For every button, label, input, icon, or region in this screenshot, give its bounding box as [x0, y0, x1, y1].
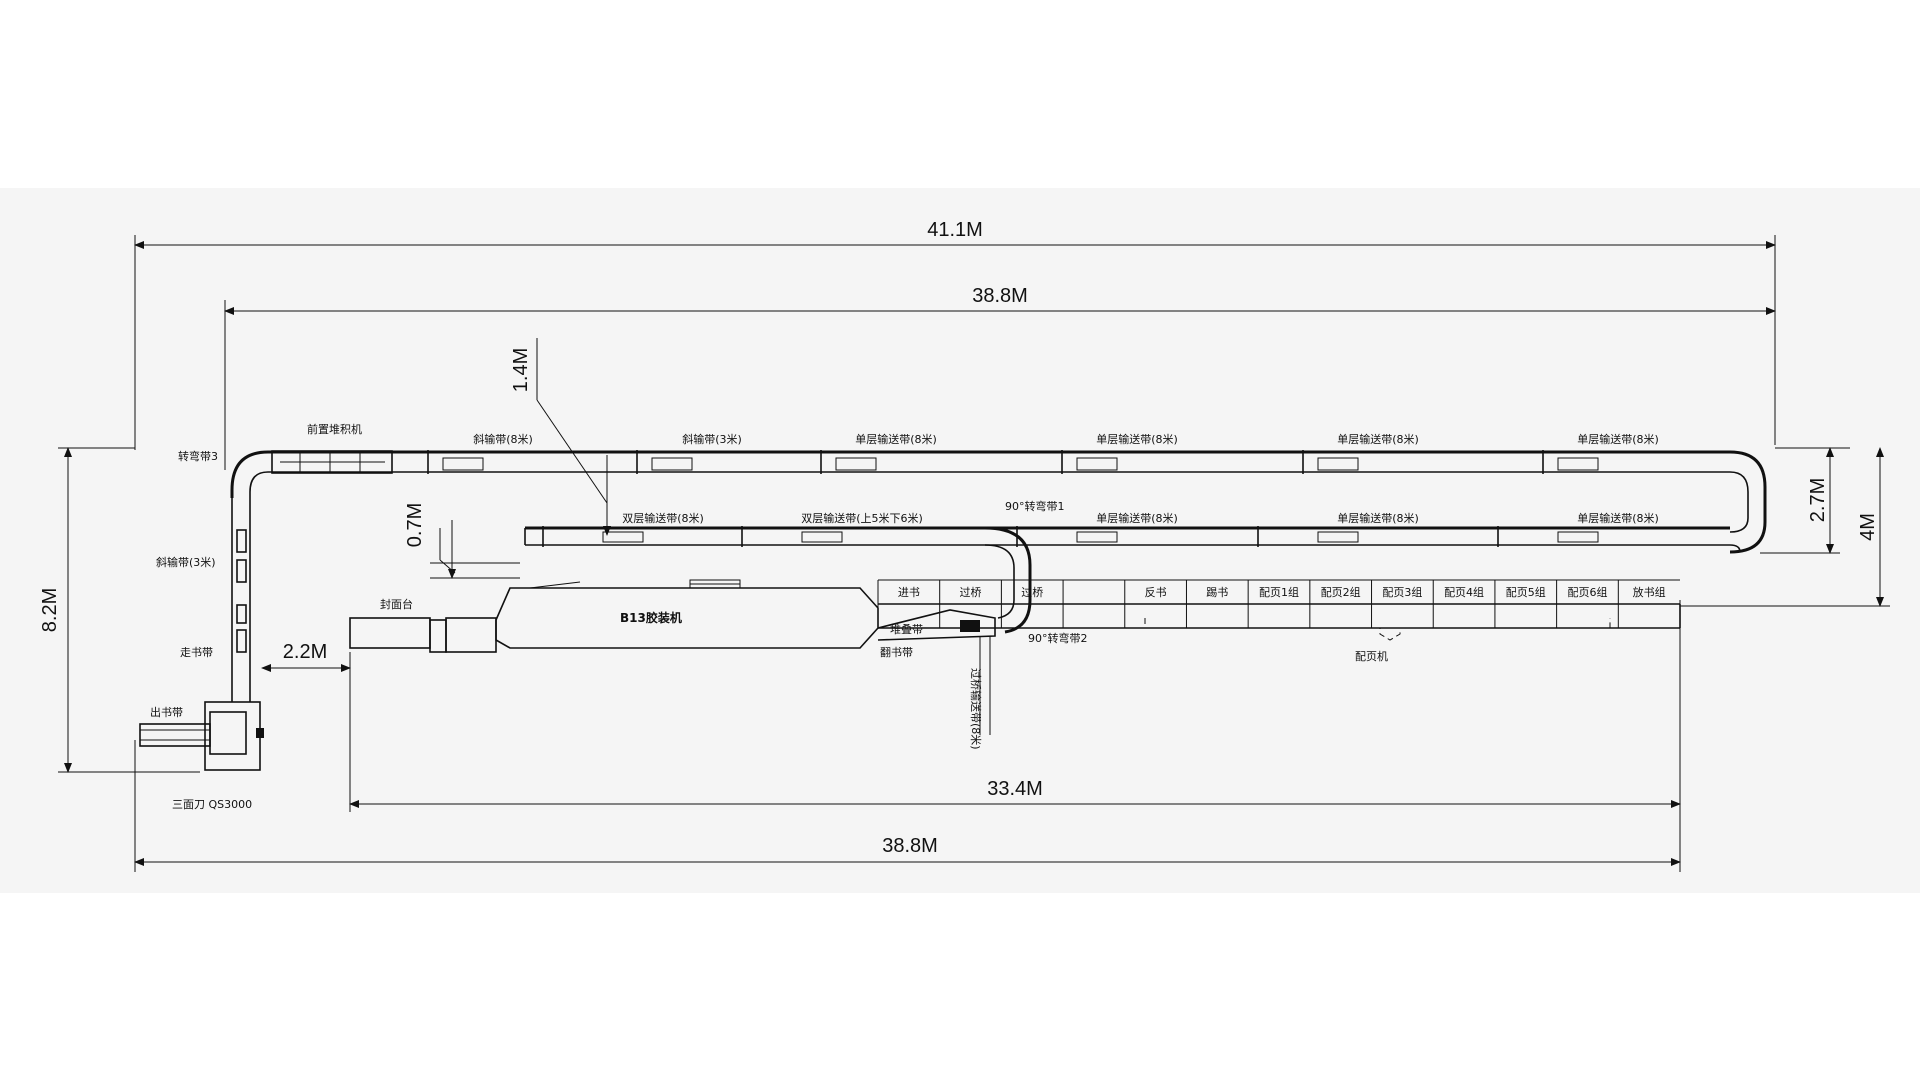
label-top-conveyor-4: 单层输送带(8米): [1337, 432, 1419, 446]
top-module-2: [835, 457, 877, 471]
dim-label-bottom-total: 38.8M: [882, 835, 938, 857]
label-top-conveyor-2: 单层输送带(8米): [855, 432, 937, 446]
dim-label-bottom-inner: 33.4M: [987, 778, 1043, 800]
mid-conveyor: [524, 526, 1741, 634]
dim-label-0-7: 0.7M: [404, 503, 426, 547]
dim-top-total: 41.1M: [134, 219, 1776, 450]
label-cover-table: 封面台: [380, 597, 413, 611]
top-module-1: [651, 457, 693, 471]
dim-label-gap-left: 2.2M: [283, 641, 327, 663]
top-module-4: [1317, 457, 1359, 471]
label-turn-90-2: 90°转弯带2: [1028, 631, 1088, 645]
top-conveyor: [268, 450, 1767, 554]
label-front-stacker: 前置堆积机: [307, 422, 362, 436]
label-station-4: 反书: [1145, 586, 1167, 599]
mid-module-0: [602, 531, 644, 543]
label-top-conveyor-0: 斜输带(8米): [473, 432, 533, 446]
dim-label-left-height: 8.2M: [39, 588, 61, 632]
drawing-background: [0, 188, 1920, 893]
mid-module-2: [1076, 531, 1118, 543]
dim-0-7: 0.7M: [404, 503, 520, 579]
label-station-6: 配页1组: [1259, 585, 1299, 599]
label-exit-belt: 出书带: [150, 705, 183, 719]
label-mid-conveyor-2: 单层输送带(8米): [1096, 511, 1178, 525]
mid-module-3: [1317, 531, 1359, 543]
label-turn-90-1: 90°转弯带1: [1005, 499, 1065, 513]
label-walk-belt: 走书带: [180, 646, 213, 659]
label-station-5: 踢书: [1206, 586, 1228, 599]
label-station-2: 过桥: [1021, 586, 1043, 599]
label-mid-conveyor-4: 单层输送带(8米): [1577, 511, 1659, 525]
label-station-10: 配页5组: [1506, 585, 1546, 599]
top-module-3: [1076, 457, 1118, 471]
dim-bottom-total: 38.8M: [134, 600, 1681, 872]
label-top-conveyor-5: 单层输送带(8米): [1577, 432, 1659, 446]
label-stacking: 堆叠带: [890, 623, 923, 636]
top-module-5: [1557, 457, 1599, 471]
top-module-0: [442, 457, 484, 471]
dim-label-4: 4M: [1857, 513, 1879, 541]
dim-label-2-7: 2.7M: [1807, 478, 1829, 522]
label-top-conveyor-3: 单层输送带(8米): [1096, 432, 1178, 446]
label-station-7: 配页2组: [1321, 585, 1361, 599]
mid-module-4: [1557, 531, 1599, 543]
label-turn-belt-3: 转弯带3: [178, 449, 218, 463]
mid-module-1: [801, 531, 843, 543]
diagram-labels: 前置堆积机 转弯带3 斜输带(3米) 走书带 出书带 三面刀 QS3000 封面…: [150, 422, 1666, 811]
label-bridge-conveyor: 过桥输送带(8米): [969, 668, 983, 750]
label-trimmer: 三面刀 QS3000: [172, 798, 252, 811]
binder-line: [349, 579, 1681, 735]
label-station-11: 配页6组: [1567, 585, 1607, 599]
dim-label-1-4: 1.4M: [510, 348, 532, 392]
label-slope-3m-left: 斜输带(3米): [156, 555, 216, 569]
label-binder: B13胶装机: [620, 610, 682, 625]
label-top-conveyor-1: 斜输带(3米): [682, 432, 742, 446]
left-riser: [230, 450, 393, 690]
dim-gap-left: 2.2M: [261, 641, 351, 672]
label-station-0: 进书: [898, 586, 920, 599]
label-mid-conveyor-1: 双层输送带(上5米下6米): [801, 511, 923, 525]
label-station-8: 配页3组: [1382, 585, 1422, 599]
trimmer: [139, 690, 264, 771]
dim-label-top-inner: 38.8M: [972, 285, 1028, 307]
label-station-12: 放书组: [1633, 585, 1666, 599]
dim-left-height: 8.2M: [39, 447, 200, 773]
label-mid-conveyor-0: 双层输送带(8米): [622, 511, 704, 525]
label-station-1: 过桥: [960, 586, 982, 599]
label-station-9: 配页4组: [1444, 585, 1484, 599]
dim-bottom-inner: 33.4M: [349, 652, 1681, 812]
label-flip-belt: 翻书带: [880, 645, 913, 659]
label-mid-conveyor-3: 单层输送带(8米): [1337, 511, 1419, 525]
dim-right: 2.7M 4M: [1680, 447, 1890, 607]
dim-top-inner: 38.8M: [224, 285, 1776, 470]
dim-label-top-total: 41.1M: [927, 219, 983, 241]
label-gatherer: 配页机: [1355, 649, 1388, 663]
